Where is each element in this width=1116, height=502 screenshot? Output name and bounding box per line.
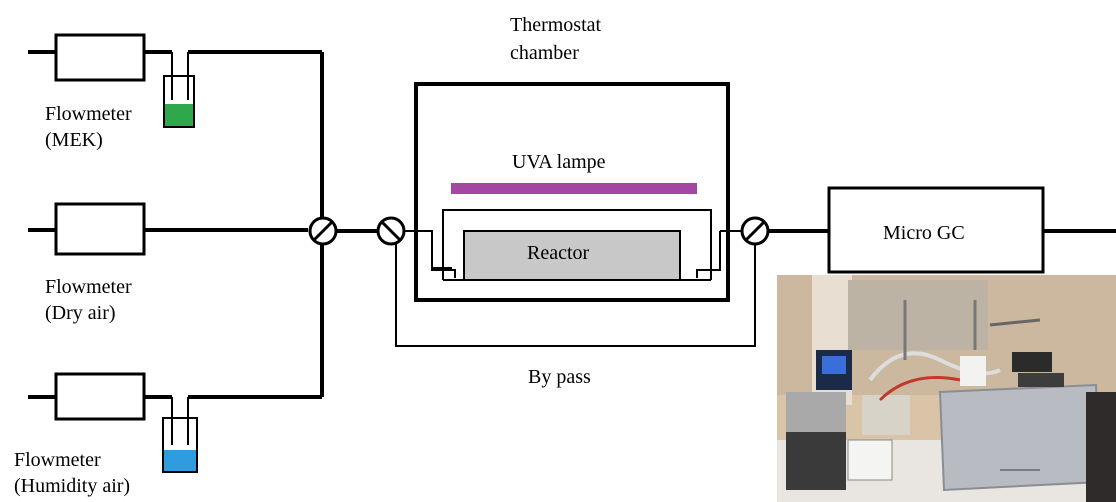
valve-2-icon bbox=[376, 216, 406, 246]
water-liquid bbox=[163, 450, 197, 472]
flowmeter-mek bbox=[28, 33, 322, 128]
flowmeter-humid-label: Flowmeter bbox=[14, 449, 101, 471]
mek-bottle bbox=[163, 75, 195, 128]
flowmeter-dry-sublabel: (Dry air) bbox=[45, 302, 116, 324]
flowmeter-dry-box bbox=[54, 202, 146, 256]
flowmeter-mek-sublabel: (MEK) bbox=[45, 129, 103, 151]
valve-1-icon bbox=[308, 216, 338, 246]
mek-liquid bbox=[164, 104, 194, 127]
flowmeter-dry-label: Flowmeter bbox=[45, 276, 132, 298]
bypass-label: By pass bbox=[528, 366, 591, 388]
uva-lamp bbox=[451, 183, 697, 194]
water-bottle bbox=[162, 417, 198, 473]
thermostat-sublabel: chamber bbox=[510, 42, 579, 64]
valve-3-icon bbox=[740, 216, 770, 246]
micro-gc-label: Micro GC bbox=[883, 222, 965, 244]
thermostat-label: Thermostat bbox=[510, 14, 602, 36]
flowmeter-mek-box bbox=[54, 33, 146, 82]
flowmeter-humid-sublabel: (Humidity air) bbox=[14, 475, 130, 497]
reactor bbox=[463, 230, 681, 281]
flowmeter-mek-label: Flowmeter bbox=[45, 103, 132, 125]
bypass-line bbox=[395, 244, 756, 347]
lab-setup-photo bbox=[777, 275, 1116, 502]
reactor-label: Reactor bbox=[527, 242, 590, 264]
flowmeter-dry-air bbox=[28, 202, 308, 256]
reactor-cover bbox=[442, 209, 712, 280]
uva-lamp-label: UVA lampe bbox=[512, 151, 606, 173]
flowmeter-humid-box bbox=[54, 372, 146, 421]
micro-gc-box bbox=[827, 186, 1045, 274]
flowmeter-humidity-air bbox=[28, 372, 322, 473]
thermostat-chamber bbox=[414, 82, 730, 302]
